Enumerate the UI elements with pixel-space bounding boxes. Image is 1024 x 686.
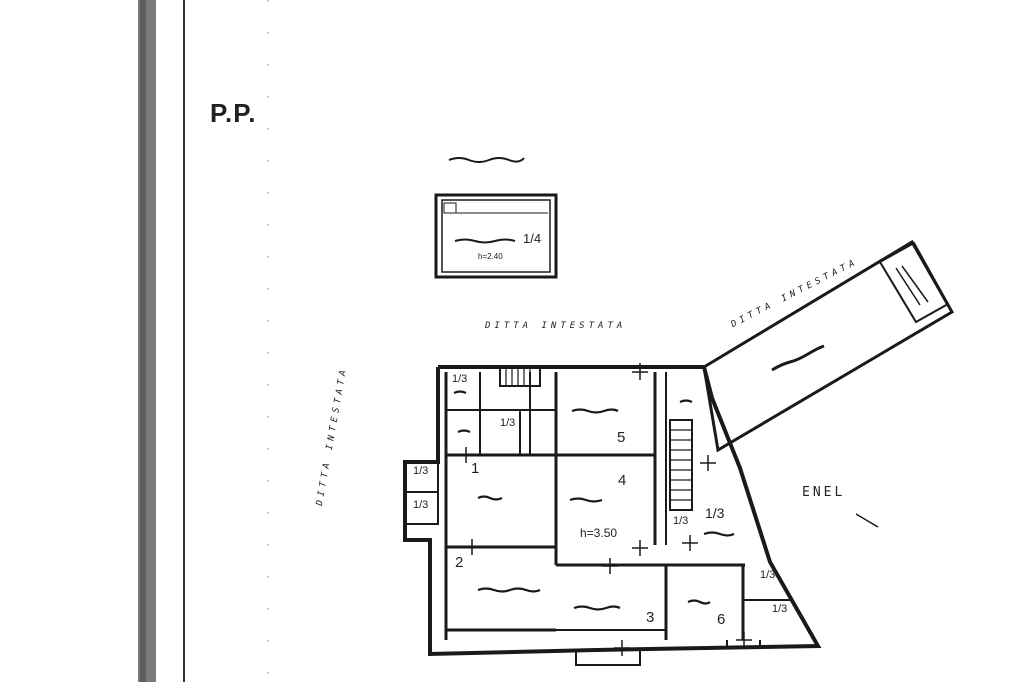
room-label-scribbles [453, 390, 735, 611]
room-number-2: 2 [455, 554, 464, 571]
attic-room-scribble [454, 238, 516, 244]
room-number-5: 5 [617, 429, 626, 446]
floor-label: P.P. [210, 98, 257, 128]
binding-strip-shade [140, 0, 146, 682]
door-marks [458, 363, 752, 656]
neighbor-label-top: DITTA INTESTATA [485, 321, 627, 331]
room-number-3: 3 [646, 609, 655, 626]
main-building [403, 365, 822, 666]
fraction-label-6: 1/3 [760, 569, 776, 581]
fraction-label-2: 1/3 [413, 465, 429, 477]
fraction-label-7: 1/3 [772, 603, 788, 615]
attic-label-scribble [448, 157, 525, 163]
attic-fraction-label: 1/4 [523, 231, 542, 246]
garage-wing [702, 239, 955, 453]
fraction-label-1: 1/3 [452, 373, 468, 385]
room-number-6: 6 [717, 611, 726, 628]
attic-box [434, 193, 558, 279]
utility-label: ENEL [802, 485, 846, 500]
room-number-4: 4 [618, 472, 627, 489]
enel-pointer [855, 513, 879, 528]
room-number-1: 1 [471, 460, 480, 477]
staircase-main [669, 419, 693, 511]
floor-height-label: h=3.50 [580, 526, 618, 540]
staircase-top [499, 367, 541, 387]
fraction-label-3: 1/3 [413, 499, 429, 511]
fraction-label-5: 1/3 [705, 505, 725, 521]
garage-label-scribble [771, 344, 825, 372]
attic-height-label: h=2.40 [478, 252, 503, 261]
fraction-label-4: 1/3 [673, 515, 689, 527]
fraction-label-8: 1/3 [500, 417, 516, 429]
